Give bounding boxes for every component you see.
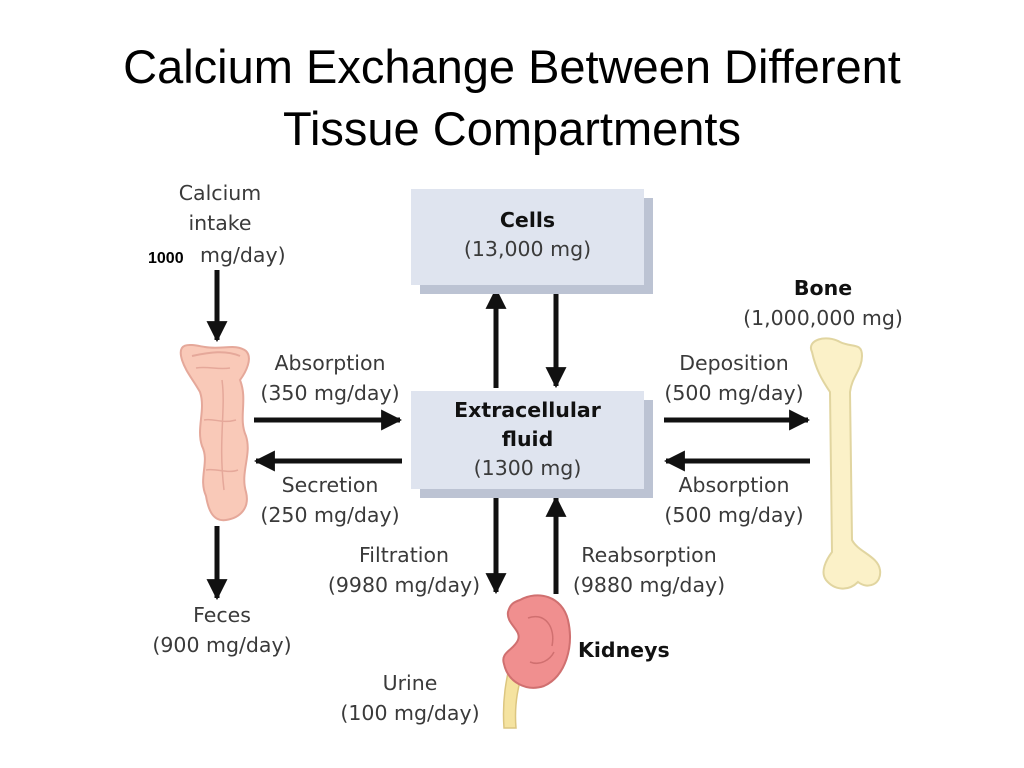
- deposition-name: Deposition: [679, 351, 789, 375]
- reabsorption-label: Reabsorption (9880 mg/day): [562, 540, 736, 600]
- intake-label: Calcium intake: [150, 178, 290, 238]
- slide-title-line-1: Calcium Exchange Between Different: [123, 40, 901, 93]
- intestine-illustration: [179, 343, 250, 522]
- deposition-rate: (500 mg/day): [664, 381, 804, 405]
- cells-label: Cells: [499, 208, 556, 232]
- bone-name: Bone: [793, 276, 853, 300]
- intake-line-1: Calcium: [178, 181, 262, 205]
- feces-rate: (900 mg/day): [152, 633, 292, 657]
- reabsorption-name: Reabsorption: [581, 543, 717, 567]
- ecf-label-line-1: Extracellular: [454, 398, 601, 422]
- filtration-rate: (9980 mg/day): [327, 573, 481, 597]
- bone-absorption-rate: (500 mg/day): [664, 503, 804, 527]
- bone-label: Bone (1,000,000 mg): [730, 273, 916, 333]
- feces-label: Feces (900 mg/day): [138, 600, 306, 660]
- urine-label: Urine (100 mg/day): [330, 668, 490, 728]
- intake-unit: mg/day): [200, 243, 286, 267]
- urine-name: Urine: [382, 671, 438, 695]
- ecf-label-line-2: fluid: [501, 427, 554, 451]
- slide-title: Calcium Exchange Between Different Tissu…: [0, 36, 1024, 160]
- bone-amount: (1,000,000 mg): [743, 306, 903, 330]
- gut-absorption-label: Absorption (350 mg/day): [250, 348, 410, 408]
- gut-absorption-rate: (350 mg/day): [260, 381, 400, 405]
- secretion-label: Secretion (250 mg/day): [250, 470, 410, 530]
- slide-title-line-2: Tissue Compartments: [283, 102, 741, 155]
- intake-line-2: intake: [188, 211, 252, 235]
- filtration-name: Filtration: [359, 543, 449, 567]
- intake-value: 1000: [148, 250, 184, 267]
- gut-absorption-name: Absorption: [274, 351, 386, 375]
- kidney-illustration: [502, 594, 571, 729]
- urine-rate: (100 mg/day): [340, 701, 480, 725]
- ecf-amount: (1300 mg): [473, 456, 582, 480]
- cells-amount: (13,000 mg): [463, 237, 592, 261]
- feces-name: Feces: [193, 603, 251, 627]
- cells-box: Cells (13,000 mg): [411, 189, 644, 285]
- bone-illustration: [809, 337, 882, 590]
- secretion-name: Secretion: [281, 473, 379, 497]
- kidneys-label: Kidneys: [578, 638, 670, 662]
- filtration-label: Filtration (9980 mg/day): [318, 540, 490, 600]
- secretion-rate: (250 mg/day): [260, 503, 400, 527]
- deposition-label: Deposition (500 mg/day): [652, 348, 816, 408]
- reabsorption-rate: (9880 mg/day): [572, 573, 726, 597]
- bone-absorption-label: Absorption (500 mg/day): [652, 470, 816, 530]
- bone-absorption-name: Absorption: [678, 473, 790, 497]
- flow-arrows: [206, 270, 811, 601]
- ecf-box: Extracellular fluid (1300 mg): [411, 391, 644, 489]
